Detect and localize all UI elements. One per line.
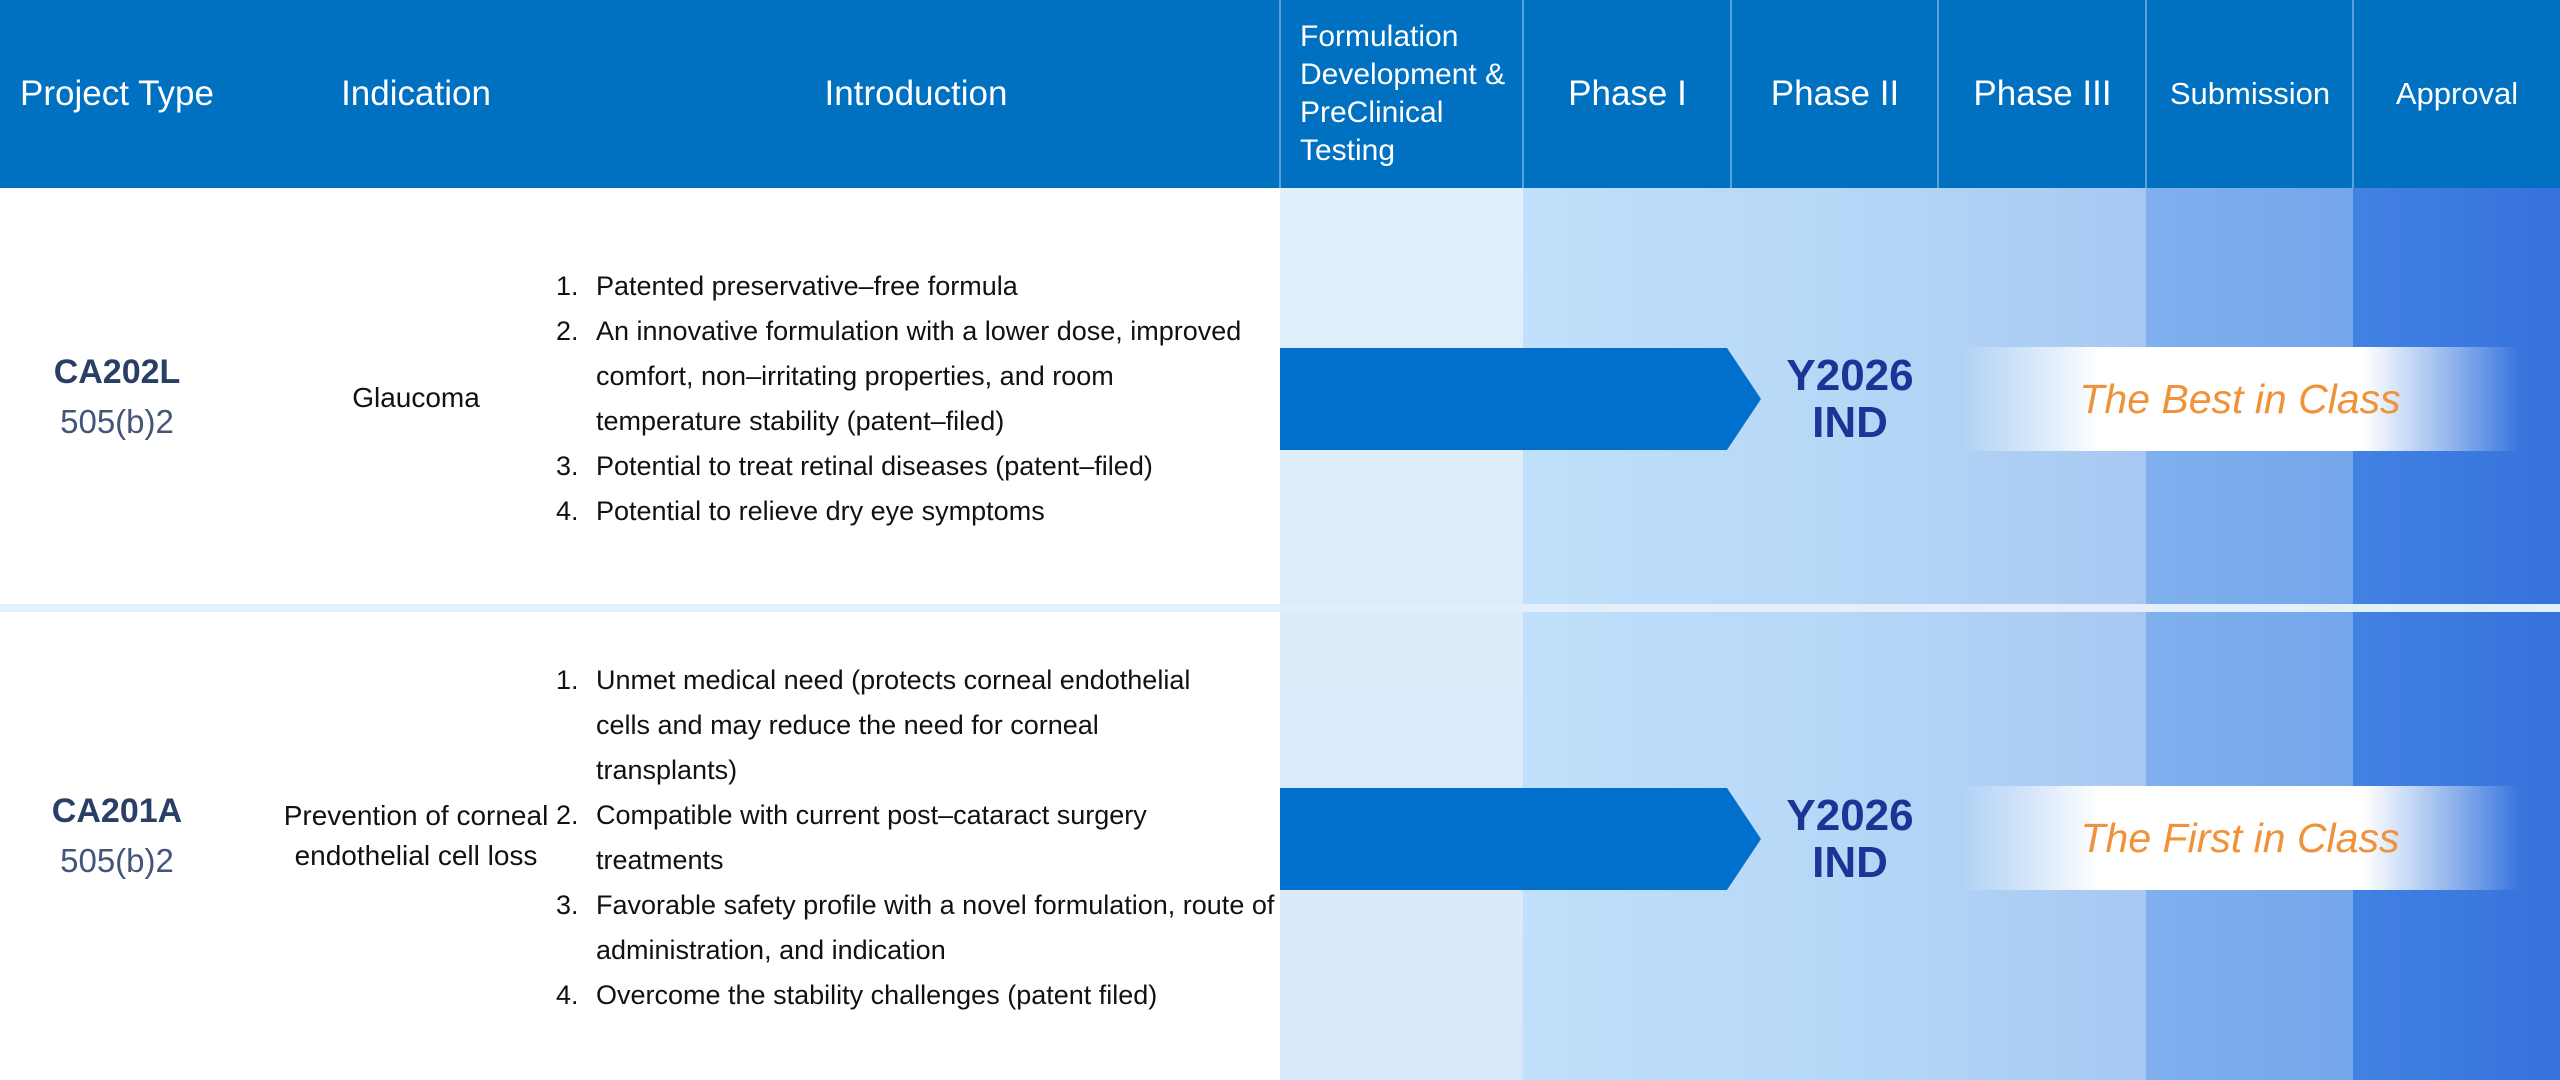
approval-column-bg [2353,188,2560,1080]
list-item: 3. Potential to treat retinal diseases (p… [556,444,1276,489]
item-number: 2. [556,316,579,346]
project-pathway: 505(b)2 [60,403,174,440]
milestone-name: IND [1812,838,1888,887]
divider [2145,0,2147,188]
milestone-label: Y2026 IND [1760,352,1940,446]
header-project-type: Project Type [20,74,214,114]
phase-column-bg [1523,188,2146,1080]
list-item: 2. Compatible with current post–cataract … [556,793,1276,883]
item-number: 4. [556,496,579,526]
project-type: CA202L 505(b)2 [0,348,234,448]
list-item: 3. Favorable safety profile with a novel … [556,883,1276,973]
item-text: Potential to treat retinal diseases (pat… [596,451,1153,481]
item-text: Compatible with current post–cataract su… [596,800,1147,875]
indication: Prevention of corneal endothelial cell l… [283,800,549,871]
item-number: 2. [556,800,579,830]
milestone-name: IND [1812,398,1888,447]
item-number: 4. [556,980,579,1010]
tagline: The First in Class [2080,814,2400,861]
header-phase-1: Phase I [1568,74,1687,114]
milestone-year: Y2026 [1786,791,1914,840]
header-indication: Indication [341,74,491,114]
divider [2352,0,2354,188]
list-item: 1. Patented preservative–free formula [556,264,1276,309]
list-item: 1. Unmet medical need (protects corneal e… [556,658,1276,793]
header-submission: Submission [2169,75,2331,111]
introduction-list: 1. Unmet medical need (protects corneal e… [556,658,1276,1018]
item-text: Patented preservative–free formula [596,271,1018,301]
project-code: CA202L [53,353,181,391]
milestone-year: Y2026 [1786,351,1914,400]
progress-arrow [1280,788,1761,890]
list-item: 2. An innovative formulation with a lower… [556,309,1276,444]
project-code: CA201A [51,792,183,830]
tagline-banner: The First in Class [1960,786,2520,890]
table-header: Project Type Indication Introduction For… [0,0,2560,188]
item-text: Potential to relieve dry eye symptoms [596,496,1045,526]
divider [1730,0,1732,188]
tagline-banner: The Best in Class [1960,347,2520,451]
item-text: An innovative formulation with a lower d… [596,316,1242,436]
indication: Glaucoma [352,382,480,413]
item-text: Overcome the stability challenges (paten… [596,980,1158,1010]
submission-column-bg [2146,188,2353,1080]
header-phase-2: Phase II [1770,74,1900,114]
item-number: 1. [556,271,579,301]
row-divider [0,604,2560,612]
formulation-column-bg [1280,188,1523,1080]
list-item: 4. Overcome the stability challenges (pat… [556,973,1276,1018]
divider [1279,0,1281,188]
tagline: The Best in Class [2079,375,2401,422]
divider [1937,0,1939,188]
item-text: Favorable safety profile with a novel fo… [596,890,1275,965]
progress-arrow [1280,348,1761,450]
header-formulation: Formulation Development & PreClinical Te… [1300,20,1506,167]
list-item: 4. Potential to relieve dry eye symptoms [556,489,1276,534]
item-number: 1. [556,665,579,695]
item-text: Unmet medical need (protects corneal end… [596,665,1191,785]
project-pathway: 505(b)2 [60,842,174,879]
header-phase-3: Phase III [1973,74,2112,114]
item-number: 3. [556,451,579,481]
project-type: CA201A 505(b)2 [0,787,234,887]
header-approval: Approval [2395,75,2519,111]
item-number: 3. [556,890,579,920]
divider [1522,0,1524,188]
milestone-label: Y2026 IND [1760,792,1940,886]
introduction-list: 1. Patented preservative–free formula 2. A… [556,264,1276,534]
header-introduction: Introduction [824,74,1008,114]
